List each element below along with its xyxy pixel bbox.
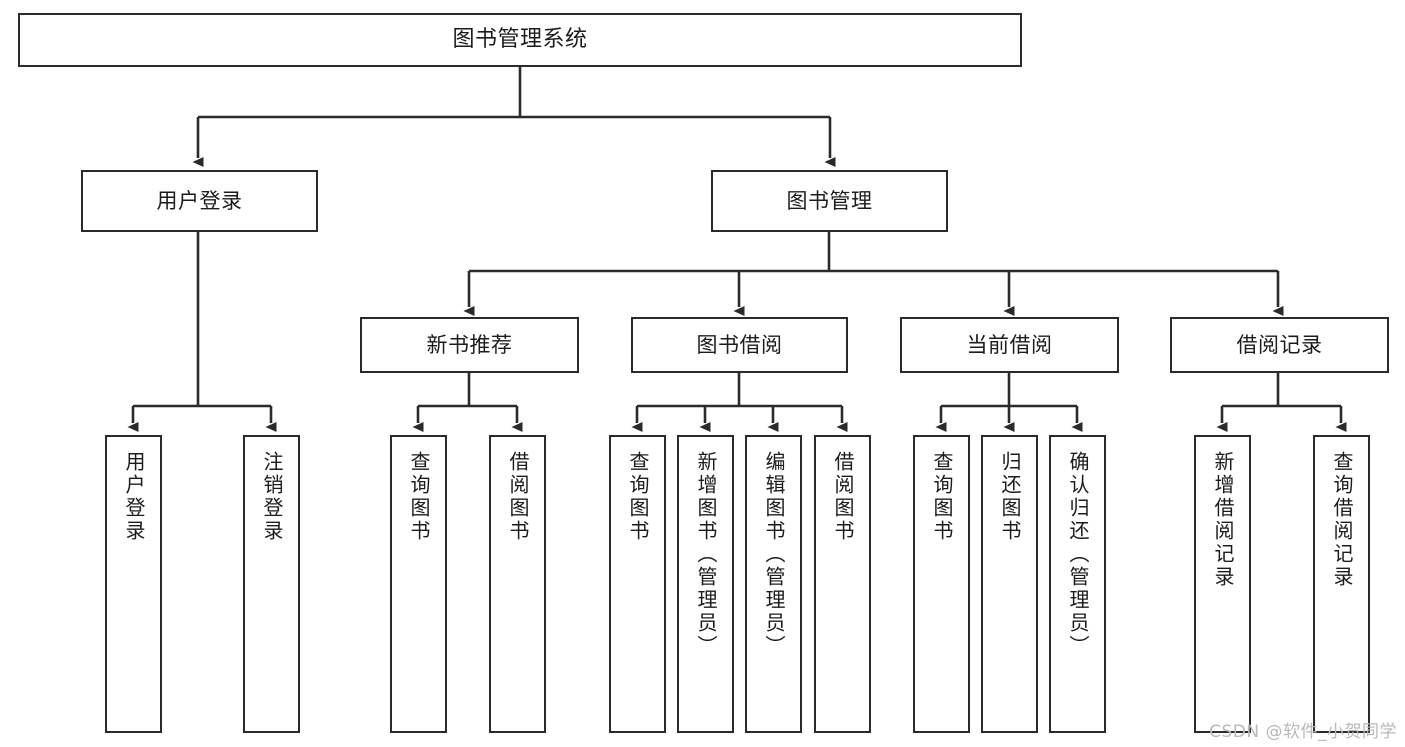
leaf-borrow-record-query[interactable]: 查询借阅记录 bbox=[1313, 435, 1370, 733]
leaf-book-borrow-add[interactable]: 新增图书（管理员） bbox=[677, 435, 734, 733]
leaf-borrow-record-add[interactable]: 新增借阅记录 bbox=[1194, 435, 1251, 733]
node-user-login[interactable]: 用户登录 bbox=[81, 170, 318, 232]
leaf-user-login-signout[interactable]: 注销登录 bbox=[243, 435, 300, 733]
leaf-book-borrow-lend[interactable]: 借阅图书 bbox=[814, 435, 871, 733]
leaf-borrow-record-query-label: 查询借阅记录 bbox=[1330, 451, 1354, 589]
node-book-borrow[interactable]: 图书借阅 bbox=[631, 317, 848, 373]
leaf-current-borrow-query[interactable]: 查询图书 bbox=[913, 435, 970, 733]
node-borrow-record-label: 借阅记录 bbox=[1236, 332, 1323, 357]
node-root-label: 图书管理系统 bbox=[452, 27, 588, 53]
leaf-new-book-query-label: 查询图书 bbox=[407, 451, 431, 543]
node-user-login-label: 用户登录 bbox=[156, 188, 243, 213]
node-book-management[interactable]: 图书管理 bbox=[711, 170, 948, 232]
leaf-current-borrow-return[interactable]: 归还图书 bbox=[981, 435, 1038, 733]
node-book-management-label: 图书管理 bbox=[786, 188, 873, 213]
leaf-current-borrow-query-label: 查询图书 bbox=[930, 451, 954, 543]
leaf-new-book-borrow[interactable]: 借阅图书 bbox=[489, 435, 546, 733]
leaf-book-borrow-edit[interactable]: 编辑图书（管理员） bbox=[745, 435, 802, 733]
leaf-new-book-borrow-label: 借阅图书 bbox=[506, 451, 530, 543]
node-borrow-record[interactable]: 借阅记录 bbox=[1170, 317, 1389, 373]
leaf-user-login-signin[interactable]: 用户登录 bbox=[105, 435, 162, 733]
leaf-current-borrow-confirm[interactable]: 确认归还（管理员） bbox=[1049, 435, 1106, 733]
node-current-borrow-label: 当前借阅 bbox=[966, 332, 1053, 357]
node-new-book-recommend[interactable]: 新书推荐 bbox=[360, 317, 579, 373]
leaf-user-login-signin-label: 用户登录 bbox=[122, 451, 146, 543]
leaf-book-borrow-query[interactable]: 查询图书 bbox=[609, 435, 666, 733]
leaf-borrow-record-add-label: 新增借阅记录 bbox=[1211, 451, 1235, 589]
leaf-current-borrow-return-label: 归还图书 bbox=[998, 451, 1022, 543]
leaf-book-borrow-query-label: 查询图书 bbox=[626, 451, 650, 543]
leaf-book-borrow-lend-label: 借阅图书 bbox=[831, 451, 855, 543]
leaf-book-borrow-edit-label: 编辑图书（管理员） bbox=[762, 451, 786, 658]
node-root[interactable]: 图书管理系统 bbox=[18, 13, 1022, 67]
node-book-borrow-label: 图书借阅 bbox=[696, 332, 783, 357]
node-new-book-recommend-label: 新书推荐 bbox=[426, 332, 513, 357]
csdn-watermark: CSDN @软件_小贺同学 bbox=[1209, 722, 1397, 742]
leaf-current-borrow-confirm-label: 确认归还（管理员） bbox=[1066, 451, 1090, 658]
leaf-book-borrow-add-label: 新增图书（管理员） bbox=[694, 451, 718, 658]
leaf-user-login-signout-label: 注销登录 bbox=[260, 451, 284, 543]
node-current-borrow[interactable]: 当前借阅 bbox=[900, 317, 1119, 373]
leaf-new-book-query[interactable]: 查询图书 bbox=[390, 435, 447, 733]
